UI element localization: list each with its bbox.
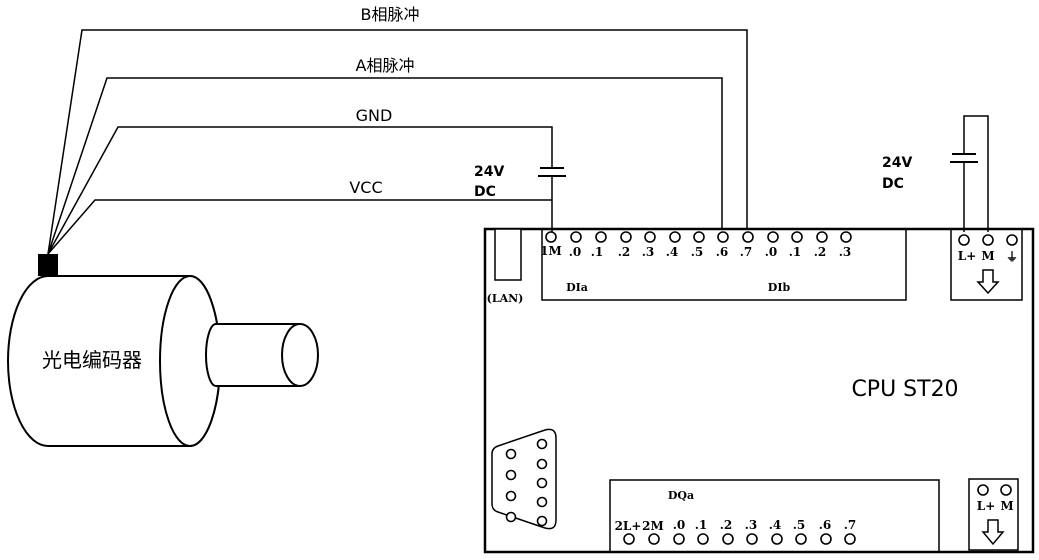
output-terminal-labels: 2L+ 2M .0 .1 .2 .3 .4 .5 .6 .7	[615, 518, 857, 533]
lan-port	[494, 228, 522, 281]
terminal-i0-1	[595, 231, 607, 243]
label-1m: 1M	[540, 244, 562, 258]
input-terminal-labels: 1M .0 .1 .2 .3 .4 .5 .6 .7 .0 .1 .2 .3	[540, 244, 851, 259]
output-terminals	[623, 533, 856, 545]
label-2lplus: 2L+	[615, 519, 642, 533]
wire-gnd	[47, 126, 553, 255]
terminal-out-lplus	[977, 484, 989, 496]
db9-connector	[491, 428, 557, 530]
label-out-lplus: L+	[977, 499, 996, 513]
lan-label: (LAN)	[487, 292, 524, 305]
supply-right-type: DC	[882, 176, 904, 192]
encoder-shaft	[205, 323, 301, 387]
label-out-m: M	[1000, 499, 1013, 513]
label-q0-1: .1	[695, 518, 708, 532]
wire-b-pulse-label: B相脉冲	[361, 5, 420, 24]
supply-right-voltage: 24V	[882, 155, 912, 171]
terminal-out-m	[1000, 484, 1012, 496]
terminal-1m	[545, 231, 557, 243]
label-q0-4: .4	[769, 518, 782, 532]
input-terminal-block	[541, 228, 907, 301]
wire-a-pulse	[47, 77, 723, 255]
label-m: M	[981, 249, 994, 263]
encoder-wires: B相脉冲 A相脉冲 GND VCC	[47, 5, 748, 255]
wire-gnd-label: GND	[356, 106, 393, 125]
supply-left-voltage: 24V	[474, 164, 504, 180]
input-terminals	[545, 231, 852, 243]
label-q0-3: .3	[745, 518, 758, 532]
plc-cpu: (LAN) 1M .0 .1 .2 .3 .4 .5 .6	[483, 227, 1035, 554]
terminal-i1-2	[816, 231, 828, 243]
terminal-i0-2	[620, 231, 632, 243]
terminal-lplus	[958, 234, 970, 246]
wire-b-pulse	[47, 29, 748, 255]
label-q0-6: .6	[819, 518, 832, 532]
label-i0-2: .2	[618, 245, 631, 259]
input-group-a-label: DIa	[566, 281, 588, 294]
label-q0-7: .7	[844, 518, 857, 532]
output-power-block	[968, 478, 1019, 551]
terminal-i0-4	[669, 231, 681, 243]
label-q0-5: .5	[793, 518, 806, 532]
label-i1-1: .1	[789, 245, 802, 259]
battery-left: 24V DC	[474, 164, 566, 200]
label-q0-2: .2	[720, 518, 733, 532]
label-ground: ⏚	[1006, 250, 1018, 264]
label-i0-5: .5	[691, 245, 704, 259]
output-group-label: DQa	[668, 489, 694, 502]
terminal-i0-3	[644, 231, 656, 243]
terminal-i1-0	[767, 231, 779, 243]
label-i0-1: .1	[591, 245, 604, 259]
terminal-i1-3	[840, 231, 852, 243]
terminal-i0-5	[693, 231, 705, 243]
label-i0-0: .0	[569, 245, 582, 259]
wire-vcc-label: VCC	[349, 178, 382, 197]
terminal-i0-0	[570, 231, 582, 243]
label-i0-6: .6	[716, 245, 729, 259]
input-group-b-label: DIb	[768, 281, 791, 294]
terminal-i0-7	[742, 231, 754, 243]
label-i0-7: .7	[740, 245, 753, 259]
terminal-i0-6	[717, 231, 729, 243]
terminal-m	[982, 234, 994, 246]
label-i0-3: .3	[642, 245, 655, 259]
power-out-arrow-icon	[981, 519, 1005, 546]
encoder-shaft-end	[281, 323, 319, 387]
terminal-i1-1	[791, 231, 803, 243]
label-i0-4: .4	[666, 245, 679, 259]
encoder-label: 光电编码器	[42, 348, 142, 372]
label-i1-0: .0	[765, 245, 778, 259]
label-q0-0: .0	[673, 518, 686, 532]
label-i1-3: .3	[839, 245, 852, 259]
power-in-arrow-icon	[976, 269, 1000, 295]
output-terminal-block	[609, 479, 940, 553]
wire-a-pulse-label: A相脉冲	[356, 56, 415, 75]
encoder-connector	[38, 254, 58, 276]
encoder: 光电编码器	[7, 254, 319, 447]
terminal-ground	[1006, 234, 1018, 246]
label-2m: 2M	[642, 519, 664, 533]
cpu-model-label: CPU ST20	[851, 377, 958, 402]
label-lplus: L+	[958, 249, 977, 263]
battery-right: 24V DC	[882, 115, 989, 232]
supply-left-type: DC	[474, 184, 496, 200]
power-terminal-block	[950, 228, 1023, 301]
label-i1-2: .2	[814, 245, 827, 259]
wire-vcc	[47, 199, 552, 255]
